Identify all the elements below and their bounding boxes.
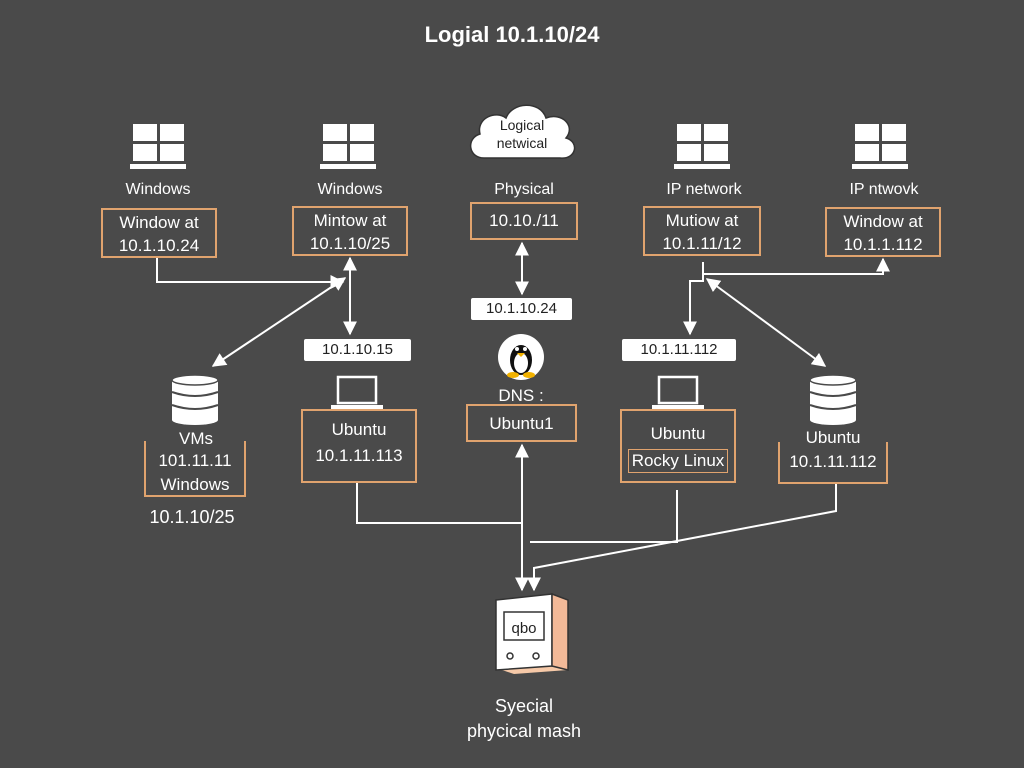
dns-label: DNS : (498, 386, 544, 405)
windows-icon (130, 124, 186, 169)
node-line1: Mutiow at (665, 211, 739, 230)
cloud-icon (470, 104, 576, 159)
node-line2: 10.1.10.24 (118, 236, 200, 255)
linux-penguin-icon (498, 334, 544, 380)
ip-tag-right: 10.1.11.112 (622, 339, 736, 361)
diagram-title: Logial 10.1.10/24 (424, 22, 600, 47)
line-ubuntu-left-to-server (356, 483, 523, 524)
node-ubuntu-far[interactable]: 10.1.11.112 (778, 442, 888, 484)
node-physical-10-10-11[interactable]: 10.10./11 (470, 202, 578, 240)
windows-icon (674, 124, 730, 169)
server-label: qbo (511, 620, 537, 637)
node-line1: Ubuntu (650, 424, 706, 443)
windows-icon (852, 124, 908, 169)
ip-tag-left: 10.1.10.15 (304, 339, 411, 361)
node-line2: 10.1.10/25 (309, 234, 391, 253)
cloud-label-line2: netwical (496, 135, 548, 151)
line-mutiow-to-db (705, 278, 827, 367)
node-line1: Window at (119, 213, 199, 232)
cloud-label-line1: Logical (499, 117, 545, 133)
top-label-ip-network: IP network (666, 181, 742, 198)
node-line2: 101.11.11 (158, 451, 232, 470)
node-vms[interactable]: 101.11.11 Windows (144, 441, 246, 497)
node-line2: 10.1.11/12 (662, 234, 742, 253)
node-line2: Ubuntu1 (489, 414, 554, 433)
line-window1-to-mintow (156, 257, 345, 289)
vms-extra-label: 10.1.10/25 (149, 507, 235, 527)
node-ubuntu-rocky[interactable]: Ubuntu Rocky Linux (620, 409, 736, 483)
node-line2: Rocky Linux (628, 449, 728, 473)
node-mutiow-10-1-11-12[interactable]: Mutiow at 10.1.11/12 (643, 206, 761, 256)
database-icon (171, 374, 219, 425)
laptop-icon (331, 375, 383, 410)
bottom-label-line1: Syecial (494, 696, 554, 716)
database-icon (809, 374, 857, 425)
node-line2: 10.1.11.113 (315, 446, 403, 465)
ubuntu-far-label: Ubuntu (796, 428, 870, 448)
laptop-icon (652, 375, 704, 410)
top-label-ip-ntwovk: IP ntwovk (849, 181, 919, 198)
top-label-windows-2: Windows (317, 181, 383, 198)
cloud-label: Logical netwical (472, 116, 572, 152)
server-icon (495, 592, 569, 674)
top-label-windows-1: Windows (125, 181, 191, 198)
node-line3: Windows (160, 475, 230, 494)
node-line2: 10.1.11.112 (789, 452, 877, 471)
line-window5-to-mutiow (704, 257, 890, 275)
node-dns-ubuntu1[interactable]: Ubuntu1 (466, 404, 577, 442)
node-ubuntu-left[interactable]: Ubuntu 10.1.11.113 (301, 409, 417, 483)
line-mutiow-to-tag (683, 280, 703, 336)
vms-label: VMs (166, 429, 226, 449)
node-line1: Ubuntu (331, 420, 387, 439)
ip-tag-center: 10.1.10.24 (471, 298, 572, 320)
line-ubuntu-right-to-server (530, 490, 678, 543)
line-ubuntu-far-to-server (527, 484, 837, 592)
top-label-physical: Physical (494, 181, 554, 198)
bottom-label-line2: phycical mash (466, 721, 582, 741)
node-window-10-1-10-24[interactable]: Window at 10.1.10.24 (101, 208, 217, 258)
node-line1: Window at (843, 212, 923, 231)
node-line2: 10.1.1.112 (843, 235, 923, 254)
line-mintow-to-vms (211, 277, 347, 367)
node-line1: Mintow at (313, 211, 387, 230)
windows-icon (320, 124, 376, 169)
node-mintow-10-1-10-25[interactable]: Mintow at 10.1.10/25 (292, 206, 408, 256)
node-line1: 10.10./11 (489, 211, 559, 230)
node-window-10-1-1-112[interactable]: Window at 10.1.1.112 (825, 207, 941, 257)
